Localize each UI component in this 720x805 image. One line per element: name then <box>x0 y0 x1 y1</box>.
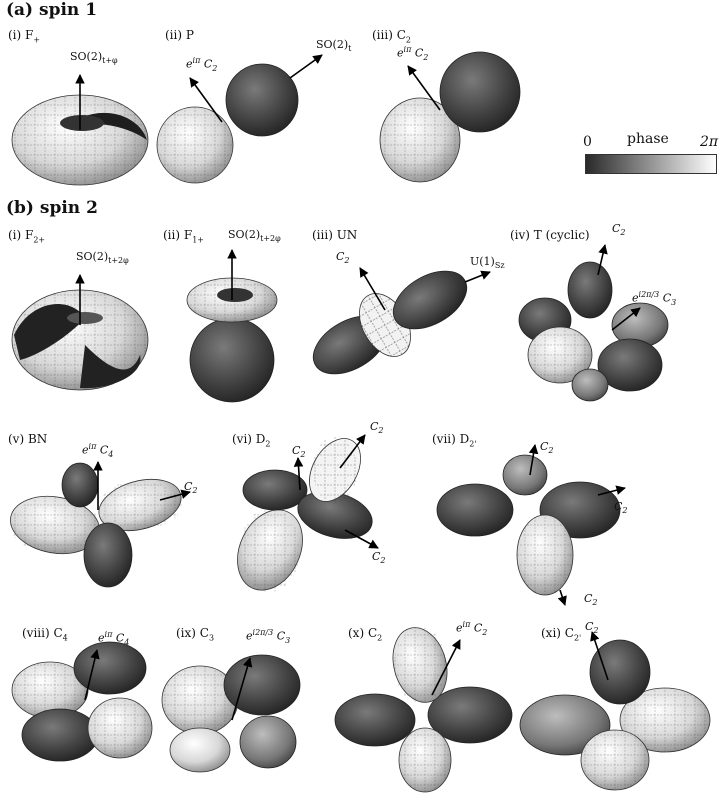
axis-label-d2-c2-b: C2 <box>370 420 384 436</box>
panel-label-f2-plus: (i) F2+ <box>8 228 46 245</box>
axis-label-f2-so2: SO(2)t+2φ <box>76 250 129 266</box>
spin2-c2-prime-orbital <box>519 631 711 791</box>
spin2-d2-prime-orbital <box>436 444 626 606</box>
panel-label-spin1-p: (ii) P <box>165 28 194 42</box>
phase-colorbar <box>585 154 717 174</box>
panel-label-un: (iii) UN <box>312 228 358 242</box>
spin2-c3-orbital <box>161 654 301 773</box>
panel-label-c2: (x) C2 <box>348 626 383 643</box>
spin1-polar-orbital <box>156 54 323 184</box>
axis-label-bn-c2: C2 <box>184 480 198 496</box>
axis-label-so2-t-phi: SO(2)t+φ <box>70 50 118 66</box>
spin1-f-plus-torus <box>11 74 149 186</box>
panel-label-bn: (v) BN <box>8 432 48 446</box>
axis-label-f1-so2: SO(2)t+2φ <box>228 228 281 244</box>
axis-label-d2p-c2-c: C2 <box>584 592 598 608</box>
panel-label-c4: (viii) C4 <box>22 626 68 643</box>
axis-label-c2-c2: eiπ C2 <box>397 45 429 62</box>
spin2-f1-plus-orbital <box>186 249 278 403</box>
colorbar-min-label: 0 <box>583 134 592 150</box>
axis-label-un-c2: C2 <box>336 250 350 266</box>
axis-label-un-u1: U(1)Sz <box>470 255 505 271</box>
axis-label-t-c3: ei2π/3 C3 <box>632 290 677 307</box>
panel-label-spin1-c2: (iii) C2 <box>372 28 411 45</box>
axis-label-p-c2: eiπ C2 <box>186 56 218 73</box>
colorbar-title: phase <box>627 131 669 147</box>
panel-label-d2: (vi) D2 <box>232 432 271 449</box>
axis-label-d2-c2-a: C2 <box>292 444 306 460</box>
axis-label-d2-c2-c: C2 <box>372 550 386 566</box>
axis-label-c4-c4: eiπ C4 <box>98 630 130 647</box>
section-title-spin1: (a) spin 1 <box>6 0 98 20</box>
spin2-tetrahedral-orbital <box>518 244 669 402</box>
axis-label-t-c2: C2 <box>612 222 626 238</box>
panel-label-c3: (ix) C3 <box>176 626 215 643</box>
panel-label-t-cyclic: (iv) T (cyclic) <box>510 228 590 242</box>
axis-label-d2p-c2-b: C2 <box>614 500 628 516</box>
spin2-uniaxial-nematic-orbital <box>312 267 491 375</box>
axis-label-bn-c4: eiπ C4 <box>82 442 114 459</box>
panel-label-spin1-f-plus: (i) F+ <box>8 28 41 45</box>
colorbar-max-label: 2π <box>700 134 719 150</box>
spin2-f2-plus-torus <box>11 274 149 391</box>
spin2-c2-orbital <box>334 627 513 793</box>
axis-label-p-so2-t: SO(2)t <box>316 38 352 54</box>
panel-label-c2-prime: (xi) C2' <box>541 626 582 643</box>
axis-label-d2p-c2-a: C2 <box>540 440 554 456</box>
axis-label-c3-c3: ei2π/3 C3 <box>246 628 291 645</box>
panel-label-f1-plus: (ii) F1+ <box>163 228 204 245</box>
spin1-c2-orbital <box>379 51 521 183</box>
panel-label-d2-prime: (vii) D2' <box>432 432 477 449</box>
spin2-c4-orbital <box>11 641 153 762</box>
axis-label-c2-c2: eiπ C2 <box>456 620 488 637</box>
section-title-spin2: (b) spin 2 <box>6 198 98 218</box>
spin2-d2-orbital <box>237 434 379 592</box>
spin2-biaxial-nematic-orbital <box>10 461 191 588</box>
axis-label-c2p-c2: C2 <box>585 620 599 636</box>
